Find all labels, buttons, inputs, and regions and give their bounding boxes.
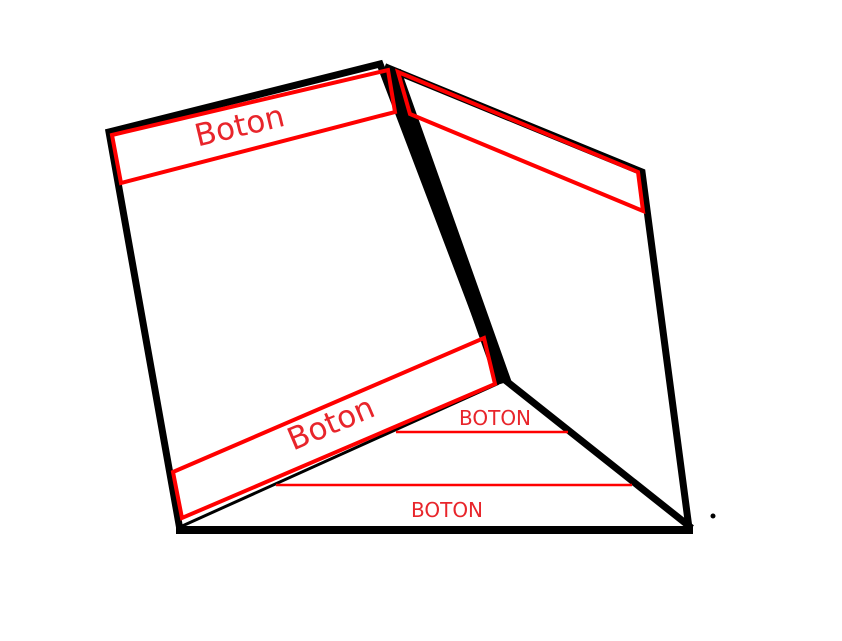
button-base-upper-label: BOTON — [459, 406, 531, 430]
base-right-edge — [500, 375, 694, 531]
front-edge-band — [383, 66, 512, 386]
button-regions — [109, 67, 646, 521]
button-top-right[interactable] — [394, 68, 646, 215]
right-panel-outline — [383, 63, 693, 532]
button-base-lower-label: BOTON — [411, 498, 483, 522]
button-top-left[interactable] — [109, 67, 398, 186]
button-bottom-left[interactable] — [170, 335, 498, 521]
button-bottom-left-label: Boton — [282, 389, 380, 458]
stray-dot — [710, 513, 716, 519]
